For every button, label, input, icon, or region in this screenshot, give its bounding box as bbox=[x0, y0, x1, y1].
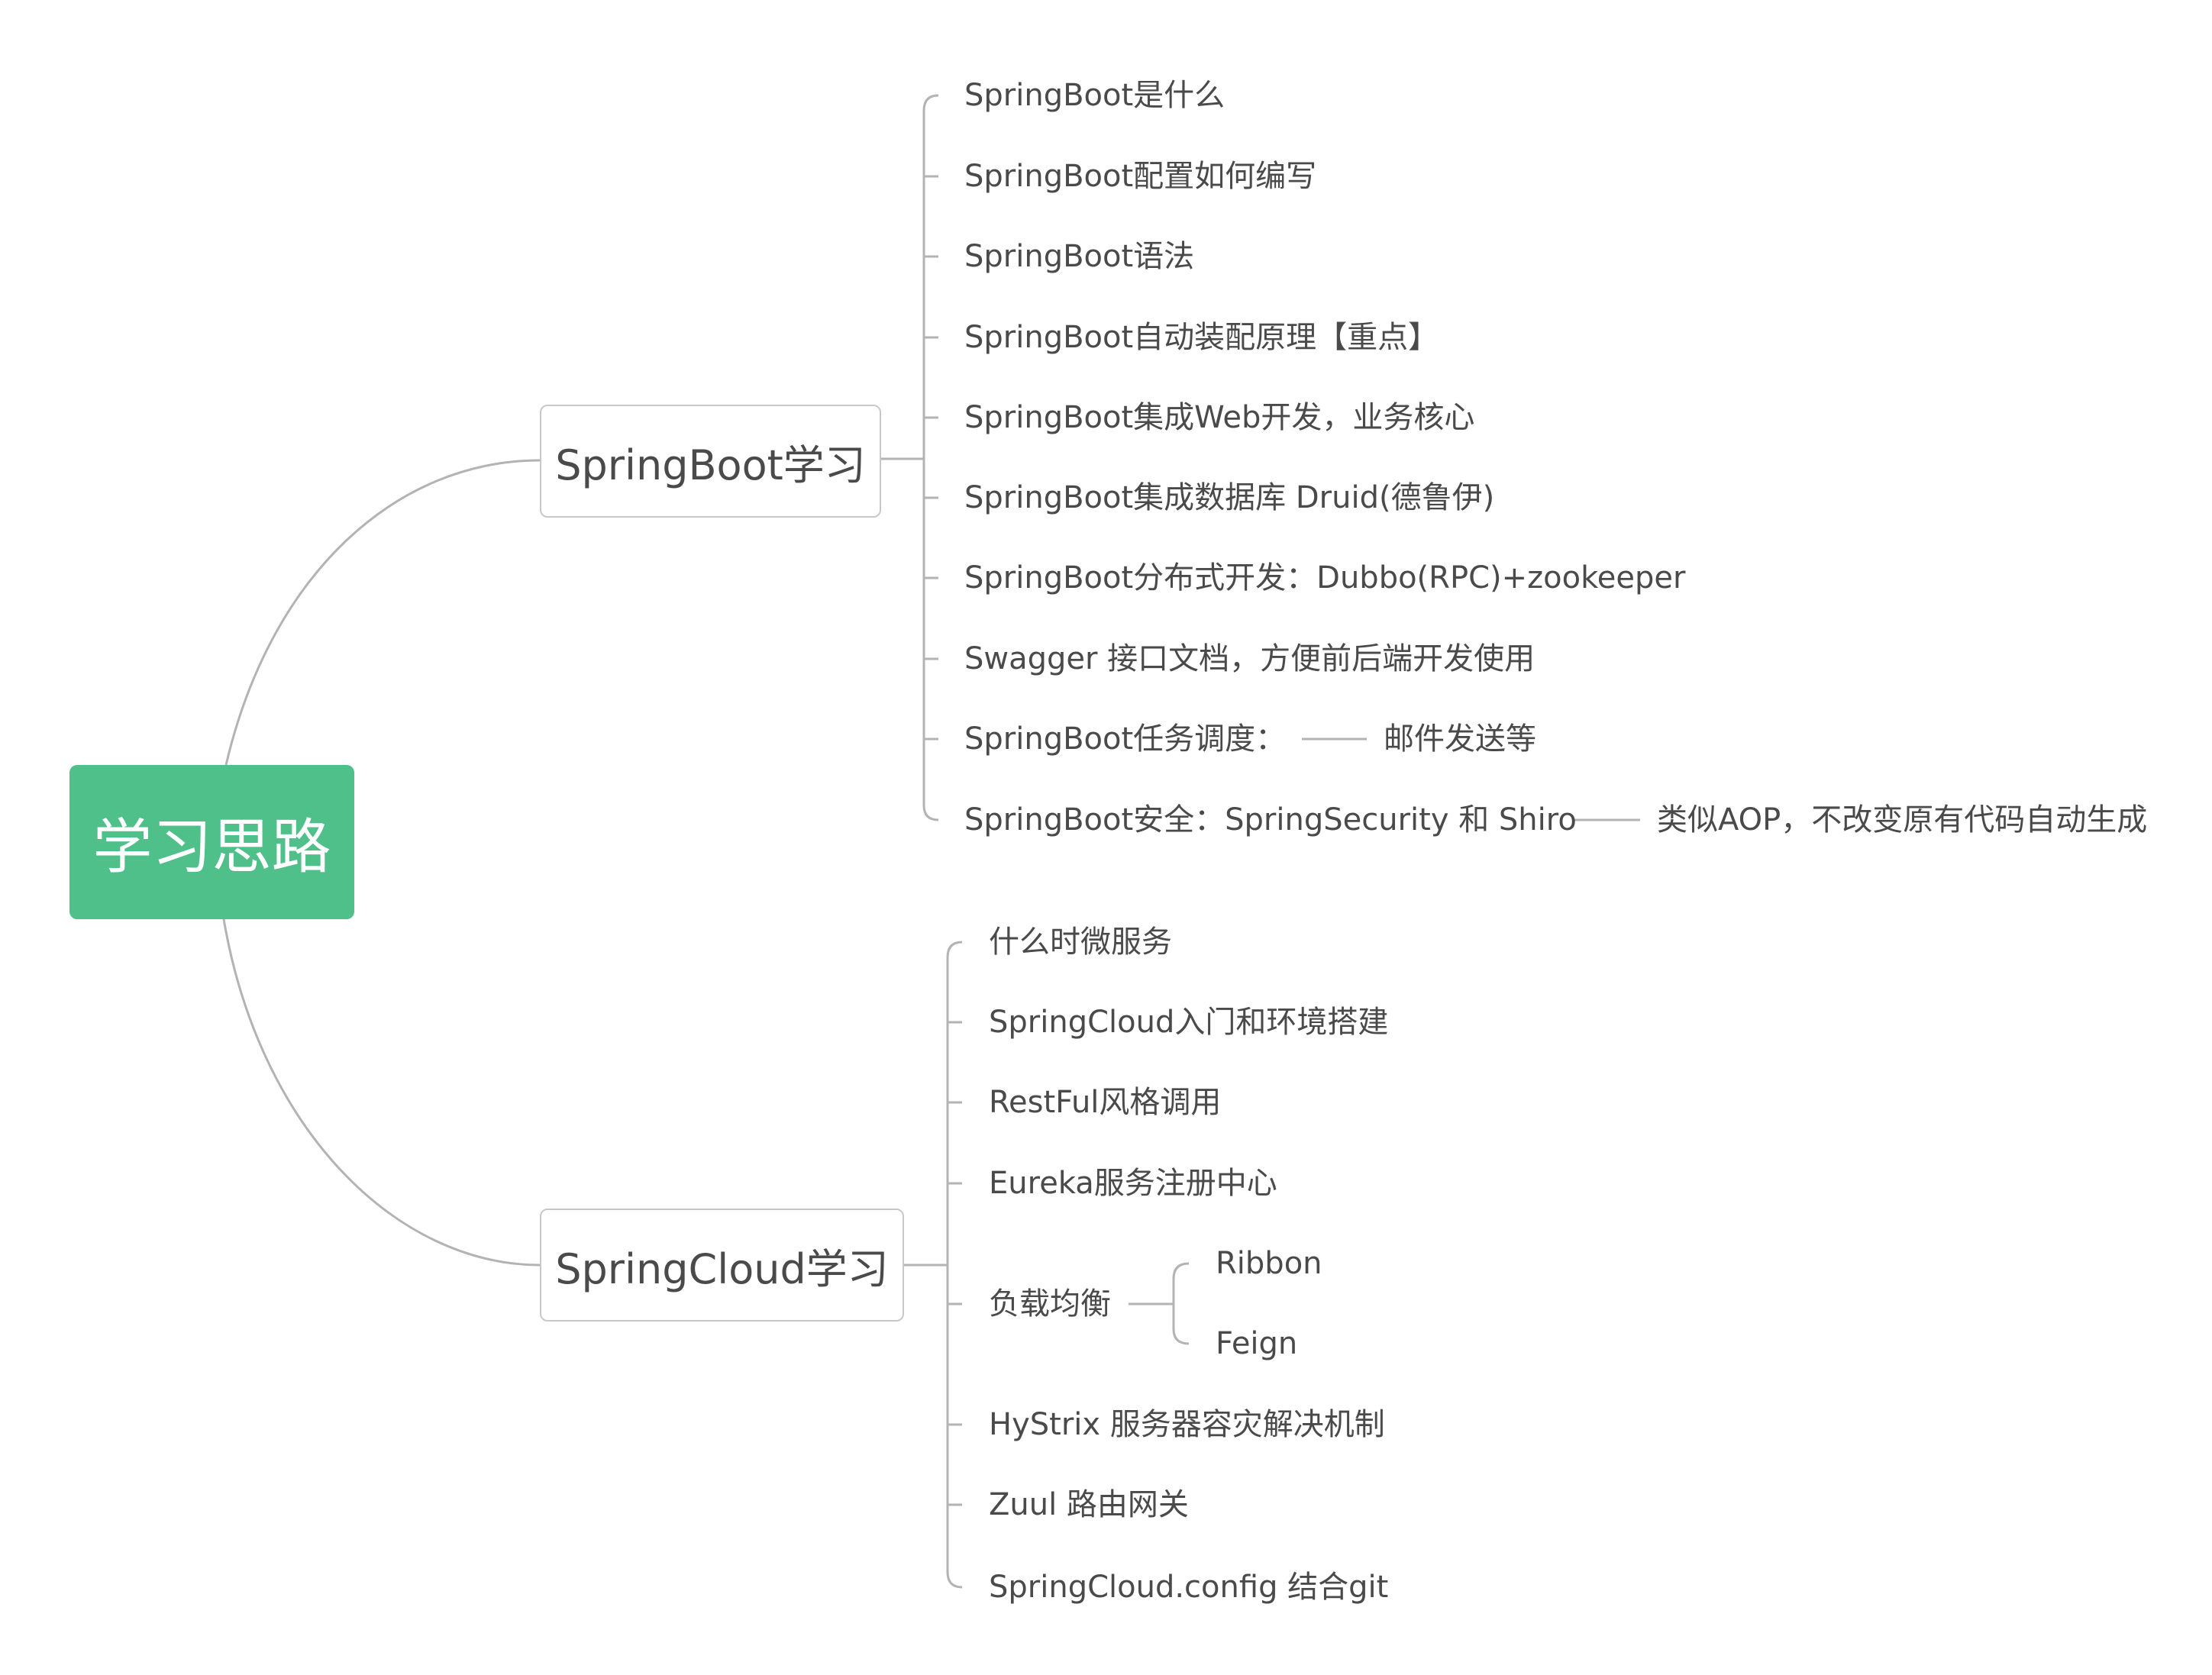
springboot-topic[interactable]: SpringBoot自动装配原理【重点】 bbox=[964, 320, 1439, 355]
springboot-topic[interactable]: SpringBoot语法 bbox=[964, 239, 1195, 274]
root-node[interactable]: 学习思路 bbox=[69, 765, 354, 919]
springcloud-label: SpringCloud学习 bbox=[555, 1244, 889, 1293]
springboot-node[interactable]: SpringBoot学习 bbox=[540, 405, 881, 518]
springcloud-topic[interactable]: HyStrix 服务器容灾解决机制 bbox=[989, 1407, 1385, 1442]
springcloud-topic[interactable]: Zuul 路由网关 bbox=[989, 1487, 1189, 1522]
load-balance-option[interactable]: Feign bbox=[1216, 1326, 1298, 1361]
security-note[interactable]: 类似AOP，不改变原有代码自动生成 bbox=[1657, 802, 2148, 838]
springboot-topic[interactable]: SpringBoot集成Web开发，业务核心 bbox=[964, 400, 1475, 435]
springboot-topic[interactable]: SpringBoot安全：SpringSecurity 和 Shiro bbox=[964, 802, 1577, 838]
load-balance-option[interactable]: Ribbon bbox=[1216, 1246, 1322, 1281]
springboot-topic[interactable]: SpringBoot分布式开发：Dubbo(RPC)+zookeeper bbox=[964, 560, 1686, 595]
springboot-topic[interactable]: SpringBoot集成数据库 Druid(德鲁伊) bbox=[964, 480, 1495, 515]
springcloud-topic[interactable]: RestFul风格调用 bbox=[989, 1085, 1222, 1120]
springcloud-topic[interactable]: SpringCloud.config 结合git bbox=[989, 1570, 1389, 1605]
springboot-label: SpringBoot学习 bbox=[555, 441, 866, 489]
load-balance-bracket bbox=[1172, 1262, 1190, 1345]
springcloud-topic[interactable]: Eureka服务注册中心 bbox=[989, 1166, 1277, 1201]
springboot-topic[interactable]: SpringBoot配置如何编写 bbox=[964, 159, 1317, 194]
link-root-springboot bbox=[224, 459, 541, 766]
springboot-topic[interactable]: SpringBoot任务调度： bbox=[964, 721, 1287, 757]
springboot-topic[interactable]: SpringBoot是什么 bbox=[964, 78, 1225, 113]
springcloud-bracket bbox=[946, 941, 963, 1589]
springcloud-topic[interactable]: SpringCloud入门和环境搭建 bbox=[989, 1005, 1389, 1040]
task-note[interactable]: 邮件发送等 bbox=[1384, 721, 1536, 757]
springcloud-topic[interactable]: 负载均衡 bbox=[989, 1286, 1111, 1322]
springcloud-node[interactable]: SpringCloud学习 bbox=[540, 1209, 904, 1322]
springcloud-topic[interactable]: 什么时微服务 bbox=[989, 925, 1172, 960]
springboot-bracket bbox=[922, 94, 939, 821]
springboot-topic[interactable]: Swagger 接口文档，方便前后端开发使用 bbox=[964, 641, 1535, 676]
link-root-springcloud bbox=[222, 918, 541, 1267]
